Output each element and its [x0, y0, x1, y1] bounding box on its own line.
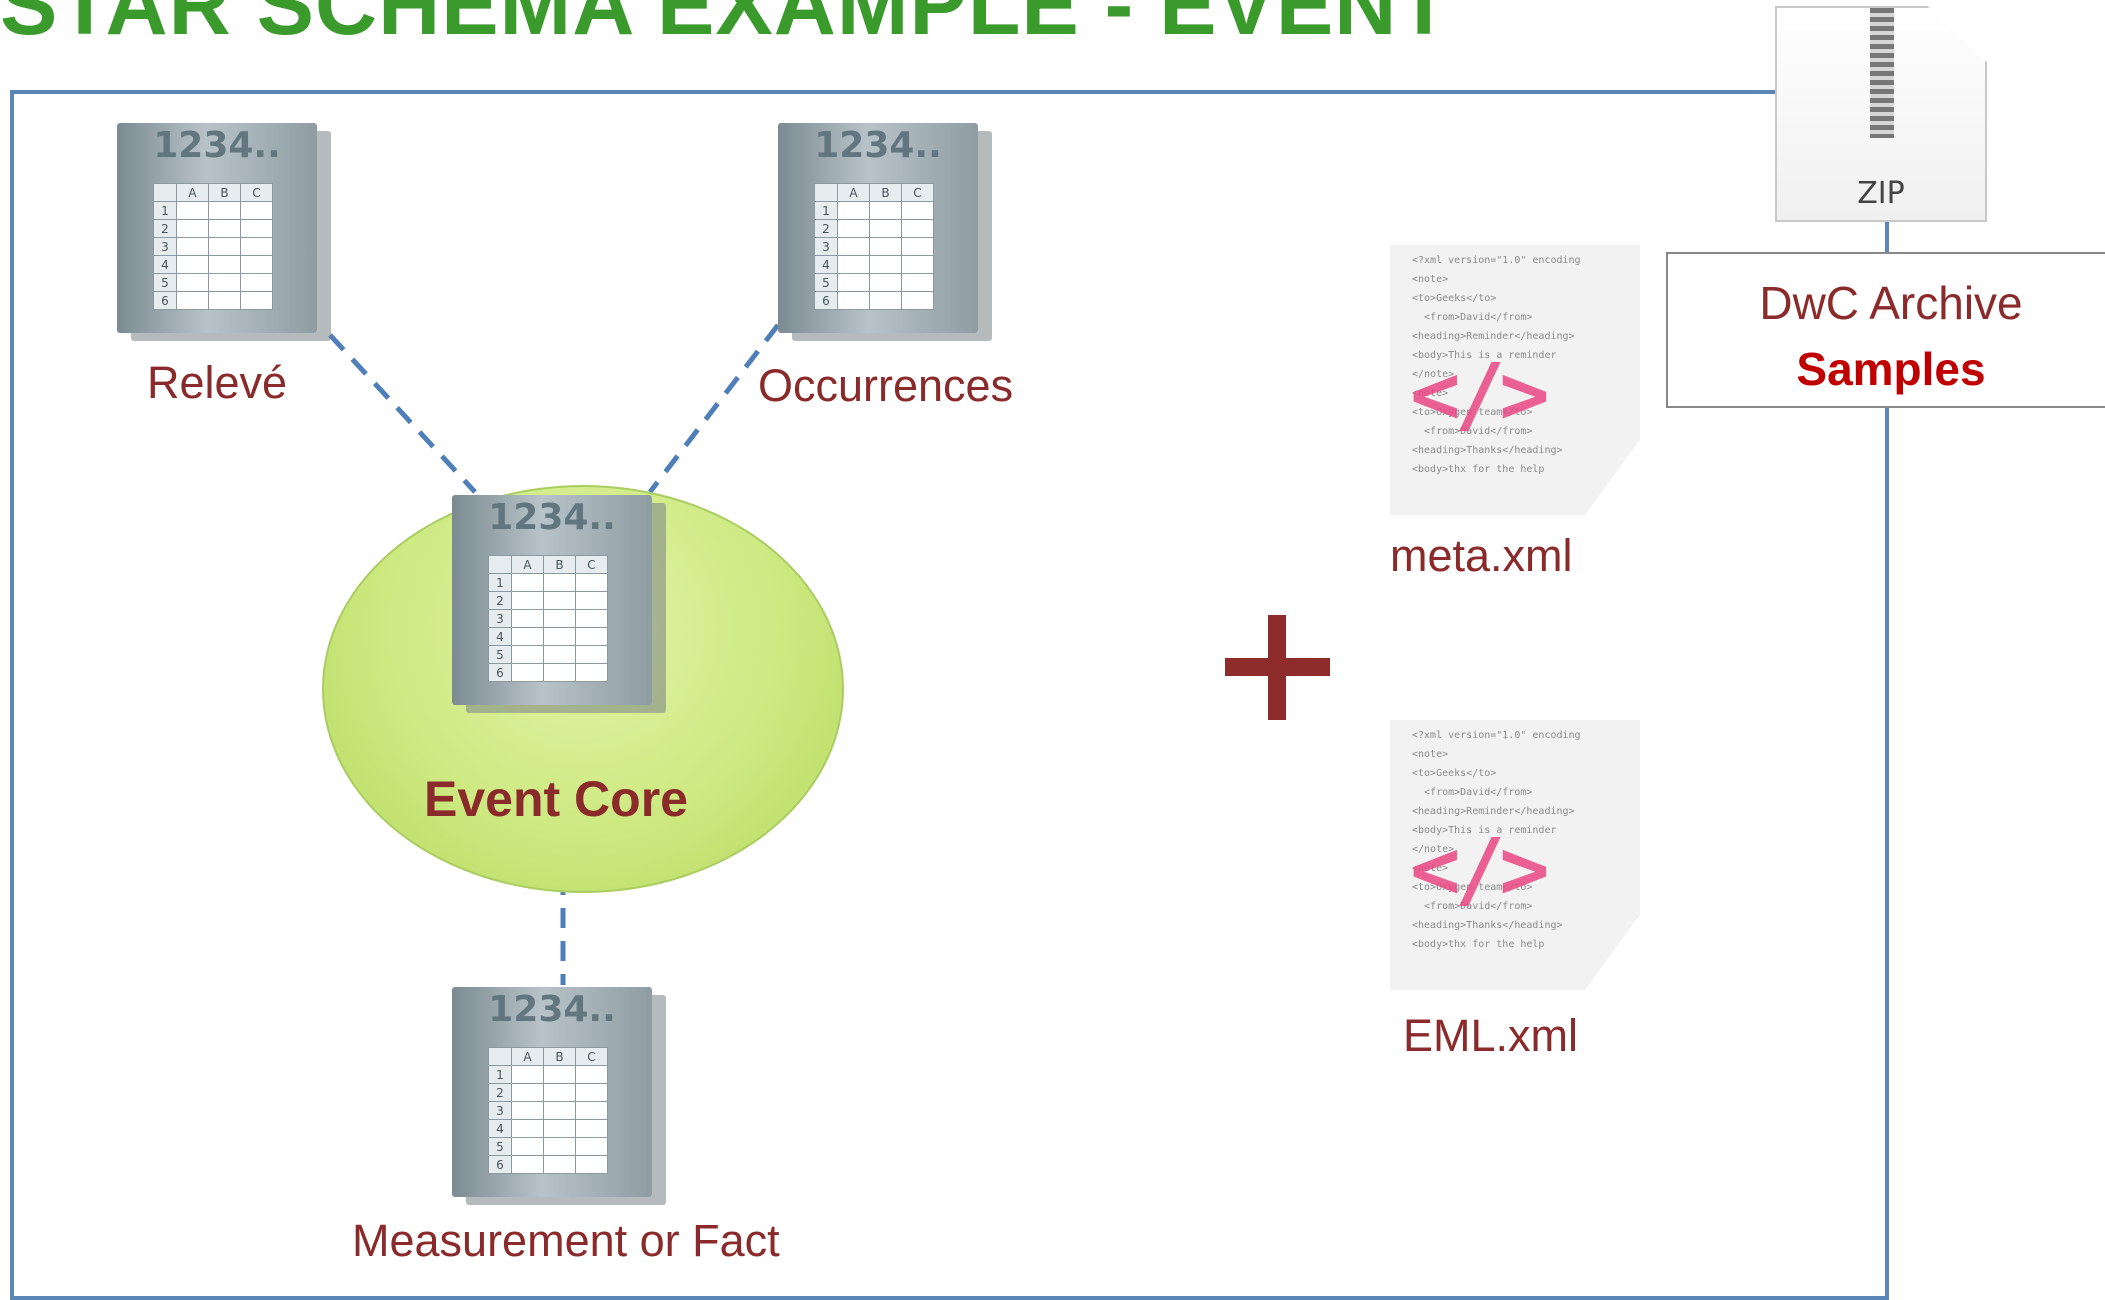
page-title: STAR SCHEMA EXAMPLE - EVENT: [0, 0, 1451, 53]
archive-title: DwC Archive: [1759, 277, 2023, 329]
eml-xml-label: EML.xml: [1403, 1010, 1579, 1061]
releve-label: Relevé: [147, 357, 288, 408]
xml-file-icon: <?xml version="1.0" encoding <note> <to>…: [1390, 245, 1640, 515]
occurrences-label: Occurrences: [758, 360, 1014, 411]
connector-releve-core: [328, 333, 477, 494]
archive-subtitle: Samples: [1796, 343, 1986, 395]
measurement-label: Measurement or Fact: [352, 1215, 780, 1266]
meta-xml-label: meta.xml: [1390, 530, 1573, 581]
xml-file-icon: <?xml version="1.0" encoding <note> <to>…: [1390, 720, 1640, 990]
plus-icon: [1225, 615, 1330, 720]
event-core-label: Event Core: [424, 771, 688, 827]
archive-label-box: DwC Archive Samples: [1666, 252, 2105, 408]
zip-file-icon: ZIP: [1775, 6, 1987, 222]
connector-occurrences-core: [648, 323, 780, 494]
zipper-icon: [1870, 8, 1894, 138]
